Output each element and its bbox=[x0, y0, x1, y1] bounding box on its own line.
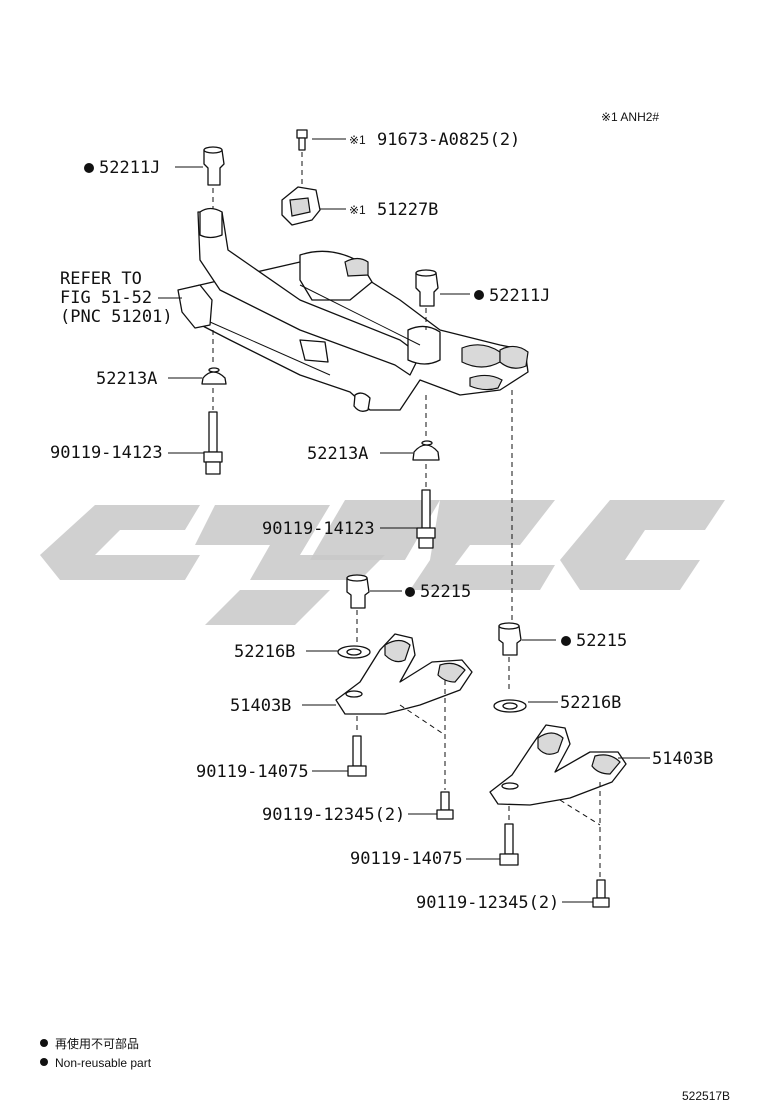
non-reusable-dot bbox=[561, 636, 571, 646]
legend-dot-jp bbox=[40, 1039, 48, 1047]
arm-51403b-left bbox=[335, 633, 473, 715]
label-52211j-right: 52211J bbox=[489, 286, 550, 306]
stopper-52213a-right bbox=[412, 440, 440, 461]
label-90119-14075-left: 90119-14075 bbox=[196, 762, 309, 782]
legend-jp: 再使用不可部品 bbox=[55, 1036, 139, 1051]
legend-dot-en bbox=[40, 1058, 48, 1066]
label-51403b-left: 51403B bbox=[230, 696, 291, 716]
label-90119-14075-right: 90119-14075 bbox=[350, 849, 463, 869]
non-reusable-dot bbox=[84, 163, 94, 173]
retainer-52216b-left bbox=[337, 645, 371, 659]
bolt-90119-14123-right bbox=[416, 489, 436, 549]
label-52215-left: 52215 bbox=[420, 582, 471, 602]
label-52216b-left: 52216B bbox=[234, 642, 295, 662]
non-reusable-dot bbox=[474, 290, 484, 300]
label-90119-12345-right: 90119-12345(2) bbox=[416, 893, 559, 913]
bolt-90119-14075-left bbox=[347, 735, 367, 777]
stopper-52213a-left bbox=[201, 367, 227, 385]
retainer-52216b-right bbox=[493, 699, 527, 713]
label-52216b-right: 52216B bbox=[560, 693, 621, 713]
bolt-90119-14123-left bbox=[203, 411, 223, 475]
label-52213a-left: 52213A bbox=[96, 369, 157, 389]
bolt-90119-14075-right bbox=[499, 823, 519, 866]
non-reusable-dot bbox=[405, 587, 415, 597]
label-90119-14123-left: 90119-14123 bbox=[50, 443, 163, 463]
bushing-52211j-right bbox=[415, 269, 439, 307]
watermark-logo bbox=[40, 500, 725, 625]
label-51403b-right: 51403B bbox=[652, 749, 713, 769]
bolt-91673 bbox=[296, 129, 308, 186]
arm-51403b-right bbox=[489, 724, 627, 806]
figure-id: 522517B bbox=[682, 1089, 730, 1103]
mark-1-top: ※1 bbox=[349, 133, 366, 147]
refer-line-1: REFER TO bbox=[60, 269, 142, 289]
mark-1-bracket: ※1 bbox=[349, 203, 366, 217]
refer-line-2: FIG 51-52 bbox=[60, 288, 152, 308]
bracket-51227b bbox=[281, 186, 321, 226]
label-52215-right: 52215 bbox=[576, 631, 627, 651]
label-52213a-right: 52213A bbox=[307, 444, 368, 464]
label-90119-14123-right: 90119-14123 bbox=[262, 519, 375, 539]
subframe-crossmember bbox=[177, 207, 529, 412]
bushing-52211j-left bbox=[203, 146, 225, 186]
label-51227b: 51227B bbox=[377, 200, 438, 220]
bolt-90119-12345-left bbox=[436, 791, 454, 820]
refer-line-3: (PNC 51201) bbox=[60, 307, 173, 327]
label-91673-a0825: 91673-A0825(2) bbox=[377, 130, 520, 150]
label-52211j-left: 52211J bbox=[99, 158, 160, 178]
bushing-52215-right bbox=[498, 622, 522, 656]
label-90119-12345-left: 90119-12345(2) bbox=[262, 805, 405, 825]
vehicle-note: ※1 ANH2# bbox=[601, 110, 659, 124]
bolt-90119-12345-right bbox=[592, 879, 610, 908]
legend-en: Non-reusable part bbox=[55, 1056, 152, 1070]
bushing-52215-left bbox=[346, 574, 370, 609]
